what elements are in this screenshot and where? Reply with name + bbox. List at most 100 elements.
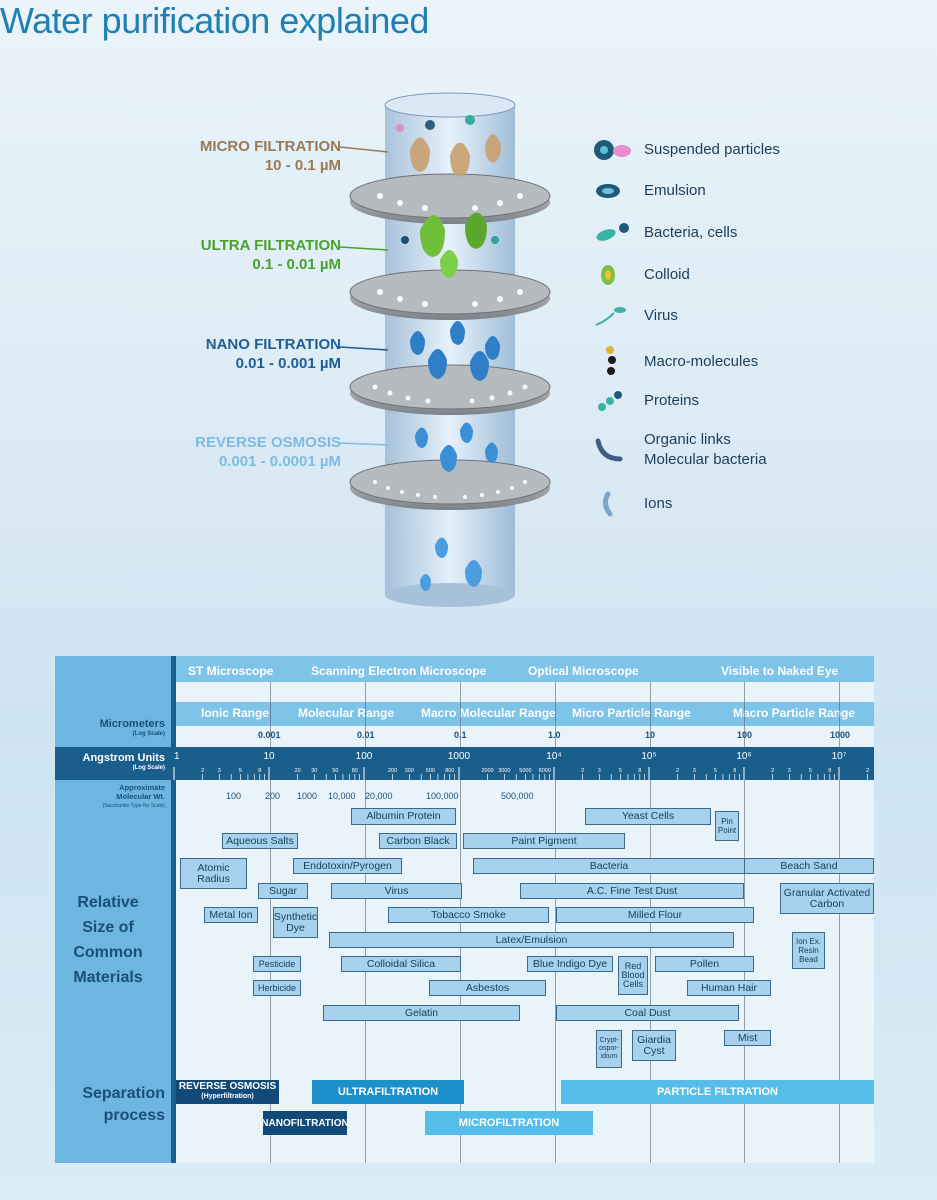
filtration-column-illustration xyxy=(340,92,551,607)
angstrom-minor-label: 8 xyxy=(733,768,736,774)
material-endotoxin-pyrogen: Endotoxin/Pyrogen xyxy=(293,858,402,874)
angstrom-minor-label: 2 xyxy=(676,768,679,774)
material-gelatin: Gelatin xyxy=(323,1005,520,1021)
legend-label: Ions xyxy=(644,495,673,512)
stage-nano-filtration: NANO FILTRATION 0.01 - 0.001 µM xyxy=(206,335,341,373)
material-cryptosporidium: Crypt- ospor- idium xyxy=(596,1030,622,1068)
legend-colloid: Colloid xyxy=(592,262,690,288)
stage-micro-filtration: MICRO FILTRATION 10 - 0.1 µM xyxy=(200,137,341,175)
angstrom-minor-label: 2 xyxy=(201,768,204,774)
range-micro-particle: Micro Particle Range xyxy=(572,706,691,720)
micrometer-tick: 1000 xyxy=(830,730,851,740)
mw-value: 100 xyxy=(226,791,242,801)
angstrom-label: Angstrom Units xyxy=(82,752,166,764)
material-beach-sand: Beach Sand xyxy=(744,858,874,874)
relative-size-line: Size of xyxy=(82,919,134,936)
gridline xyxy=(365,682,366,1163)
angstrom-major-label: 10⁷ xyxy=(832,751,847,762)
legend-organic-links: Organic links Molecular bacteria xyxy=(592,430,767,470)
material-bacteria: Bacteria xyxy=(473,858,745,874)
material-atomic-radius: Atomic Radius xyxy=(180,858,247,889)
legend-label: Suspended particles xyxy=(644,141,780,158)
legend-suspended-particles: Suspended particles xyxy=(592,137,780,163)
relative-size-chart: ST Microscope Scanning Electron Microsco… xyxy=(55,656,874,1163)
angstrom-major-label: 10⁶ xyxy=(736,751,751,762)
angstrom-minor-label: 50 xyxy=(332,768,338,774)
virus-icon xyxy=(595,307,626,326)
material-synthetic-dye: Synthetic Dye xyxy=(273,907,318,938)
legend-proteins: Proteins xyxy=(592,387,699,415)
angstrom-minor-label: 800 xyxy=(445,768,454,774)
mw-label: Approximate xyxy=(119,783,165,792)
relative-size-line: Common xyxy=(73,944,143,961)
process-particle-filtration: PARTICLE FILTRATION xyxy=(561,1080,874,1104)
material-pesticide: Pesticide xyxy=(253,956,301,972)
stage-name: NANO FILTRATION xyxy=(205,336,341,353)
mw-value: 1000 xyxy=(297,791,318,801)
legend-bacteria: Bacteria, cells xyxy=(592,220,737,246)
angstrom-minor-label: 5 xyxy=(809,768,812,774)
material-virus: Virus xyxy=(331,883,462,899)
page-title: Water purification explained xyxy=(0,0,429,41)
legend-label: Virus xyxy=(644,307,678,324)
micrometer-tick: 0.1 xyxy=(454,730,467,740)
angstrom-log-scale: (Log Scale) xyxy=(132,765,165,771)
legend-virus: Virus xyxy=(592,303,678,329)
stage-range: 0.01 - 0.001 µM xyxy=(235,355,341,372)
angstrom-minor-label: 500 xyxy=(426,768,435,774)
material-pin-point: Pin Point xyxy=(715,811,739,841)
legend-ions: Ions xyxy=(592,490,672,518)
legend-label: Macro-molecules xyxy=(644,353,759,370)
legend-label: Proteins xyxy=(644,392,700,409)
separation-line: process xyxy=(103,1107,165,1124)
stage-range: 0.1 - 0.01 µM xyxy=(252,256,341,273)
mw-value: 100,000 xyxy=(426,791,459,801)
legend-label-group: Organic links Molecular bacteria xyxy=(644,430,767,470)
angstrom-major-label: 10⁵ xyxy=(641,751,656,762)
process-reverse-osmosis: REVERSE OSMOSIS (Hyperfiltration) xyxy=(176,1080,279,1104)
range-macro-particle: Macro Particle Range xyxy=(733,706,856,720)
material-red-blood-cells: Red Blood Cells xyxy=(618,956,648,995)
micrometer-tick: 100 xyxy=(737,730,753,740)
material-pollen: Pollen xyxy=(655,956,754,972)
mw-value: 500,000 xyxy=(501,791,534,801)
mw-value: 10,000 xyxy=(328,791,356,801)
legend-label: Colloid xyxy=(644,266,690,283)
material-milled-flour: Milled Flour xyxy=(556,907,754,923)
gridline xyxy=(555,682,556,1163)
angstrom-major-label: 10⁴ xyxy=(546,751,561,762)
process-nanofiltration: NANOFILTRATION xyxy=(261,1111,349,1135)
stage-ultra-filtration: ULTRA FILTRATION 0.1 - 0.01 µM xyxy=(201,236,341,274)
stage-reverse-osmosis: REVERSE OSMOSIS 0.001 - 0.0001 µM xyxy=(195,433,341,471)
mw-label-2: Molecular Wt. xyxy=(116,792,165,801)
legend-label: Emulsion xyxy=(644,182,706,199)
gridline xyxy=(839,682,840,1163)
process-label: REVERSE OSMOSIS xyxy=(178,1081,277,1092)
mw-note: (Saccharide Type-No Scale) xyxy=(102,803,165,809)
material-metal-ion: Metal Ion xyxy=(204,907,258,923)
material-giardia-cyst: Giardia Cyst xyxy=(632,1030,676,1061)
legend-label: Bacteria, cells xyxy=(644,224,738,241)
micrometer-tick: 0.01 xyxy=(357,730,375,740)
angstrom-minor-label: 30 xyxy=(311,768,317,774)
angstrom-major-label: 1000 xyxy=(448,751,471,762)
angstrom-minor-label: 5000 xyxy=(519,768,531,774)
microscope-optical: Optical Microscope xyxy=(528,664,639,678)
micrometers-log-scale: (Log Scale) xyxy=(132,731,165,737)
microscope-naked-eye: Visible to Naked Eye xyxy=(721,664,839,678)
material-blue-indigo-dye: Blue Indigo Dye xyxy=(527,956,613,972)
angstrom-major-label: 10 xyxy=(263,751,275,762)
material-granular-activated-carbon: Granular Activated Carbon xyxy=(780,883,874,914)
range-ionic: Ionic Range xyxy=(201,706,270,720)
angstrom-minor-label: 5 xyxy=(714,768,717,774)
bacteria-icon xyxy=(596,223,629,241)
material-ion-ex-resin-bead: Ion Ex. Resin Bead xyxy=(792,932,825,969)
micrometer-tick: 1.0 xyxy=(548,730,561,740)
chart-plot-area: ST Microscope Scanning Electron Microsco… xyxy=(176,656,874,1163)
material-paint-pigment: Paint Pigment xyxy=(463,833,625,849)
material-yeast-cells: Yeast Cells xyxy=(585,808,711,825)
angstrom-minor-label: 8 xyxy=(638,768,641,774)
relative-size-line: Relative xyxy=(77,894,139,911)
material-albumin-protein: Albumin Protein xyxy=(351,808,456,825)
